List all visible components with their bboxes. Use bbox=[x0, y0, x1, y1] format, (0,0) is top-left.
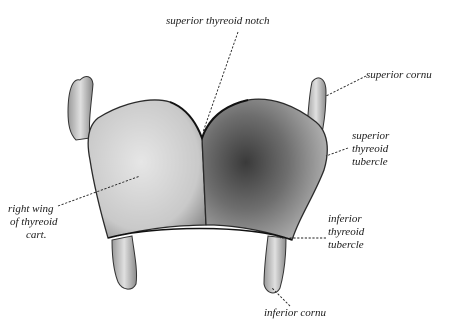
label-superior-thyroid-tubercle-3: tubercle bbox=[352, 156, 388, 168]
label-inferior-thyroid-tubercle-1: inferior bbox=[328, 213, 362, 225]
right-wing-plate bbox=[88, 100, 206, 238]
label-right-wing-1: right wing bbox=[8, 203, 54, 215]
right-inferior-cornu bbox=[264, 236, 286, 293]
label-inferior-thyroid-tubercle-3: tubercle bbox=[328, 239, 364, 251]
label-superior-thyroid-tubercle-2: thyreoid bbox=[352, 143, 389, 155]
label-superior-cornu: superior cornu bbox=[366, 69, 432, 81]
left-inferior-cornu bbox=[112, 236, 137, 289]
leader-superior-tubercle bbox=[326, 148, 348, 156]
label-superior-thyroid-notch: superior thyreoid notch bbox=[166, 15, 270, 27]
leader-superior-cornu bbox=[326, 76, 366, 96]
label-right-wing-3: cart. bbox=[26, 229, 46, 241]
left-wing-plate bbox=[202, 99, 327, 240]
label-inferior-cornu: inferior cornu bbox=[264, 307, 327, 319]
label-superior-thyroid-tubercle-1: superior bbox=[352, 130, 390, 142]
label-inferior-thyroid-tubercle-2: thyreoid bbox=[328, 226, 365, 238]
label-right-wing-2: of thyreoid bbox=[10, 216, 58, 228]
